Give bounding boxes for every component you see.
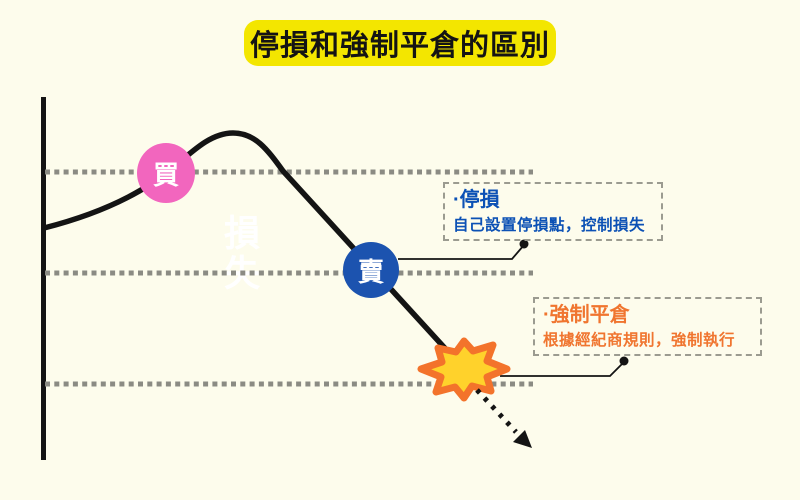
stop-loss-callout: ·停損 自己設置停損點，控制損失 [443,182,663,241]
buy-marker: 買 [137,143,195,203]
forced-liquidation-description: 根據經紀商規則，強制執行 [543,332,736,349]
page-title-text: 停損和強制平倉的區別 [249,30,550,62]
price-curve [41,130,466,371]
forced-liquidation-connector-dot [619,356,629,366]
sell-marker: 賣 [343,242,399,298]
stop-loss-connector-line [398,244,525,260]
sell-marker-label: 賣 [357,256,384,287]
explosion-icon [417,337,511,402]
page-title: 停損和強制平倉的區別 [244,20,556,66]
forced-liquidation-title: ·強制平倉 [543,304,630,326]
forced-liquidation-connector-line [500,361,625,377]
forced-liquidation-callout: ·強制平倉 根據經紀商規則，強制執行 [533,297,762,356]
buy-marker-label: 買 [152,159,179,190]
stop-loss-title: ·停損 [453,189,500,211]
stop-loss-connector-dot [519,239,529,249]
stop-loss-description: 自己設置停損點，控制損失 [453,217,646,234]
loss-watermark: 損失 [219,214,260,294]
down-arrow-dotted-line [475,388,518,434]
down-arrow-head-icon [513,430,532,448]
